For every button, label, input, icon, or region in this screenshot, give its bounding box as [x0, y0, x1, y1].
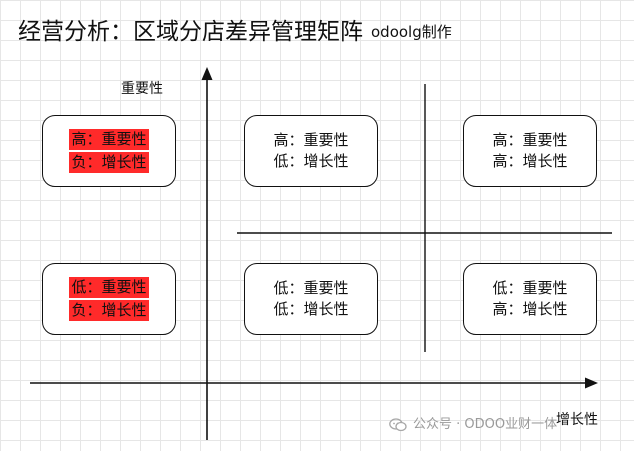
box-bottom-left-line1: 低：重要性: [69, 277, 149, 298]
box-top-left-line1: 高：重要性: [69, 129, 149, 150]
box-top-right: 高：重要性 高：增长性: [463, 115, 597, 187]
title-main: 经营分析：区域分店差异管理矩阵: [18, 19, 363, 45]
box-top-right-line1: 高：重要性: [492, 131, 568, 149]
box-top-left-line2: 负：增长性: [69, 152, 149, 173]
box-bottom-left-line2: 负：增长性: [69, 300, 149, 321]
box-bottom-middle: 低：重要性 低：增长性: [244, 263, 378, 335]
wechat-icon: [389, 418, 407, 432]
box-bottom-middle-line1: 低：重要性: [273, 279, 349, 297]
y-axis-label: 重要性: [121, 81, 163, 97]
title-suffix: odoolg制作: [371, 23, 452, 41]
y-axis-arrowhead: [201, 67, 213, 80]
box-top-middle: 高：重要性 低：增长性: [244, 115, 378, 187]
box-bottom-right-line1: 低：重要性: [492, 279, 568, 297]
box-bottom-left: 低：重要性 负：增长性: [42, 263, 176, 335]
box-bottom-right: 低：重要性 高：增长性: [463, 263, 597, 335]
watermark: 公众号 · ODOO业财一体: [389, 416, 557, 434]
box-top-middle-line2: 低：增长性: [273, 152, 349, 170]
box-top-right-line2: 高：增长性: [492, 152, 568, 170]
watermark-text: 公众号 · ODOO业财一体: [413, 417, 558, 432]
box-bottom-middle-line2: 低：增长性: [273, 300, 349, 318]
x-axis-label: 增长性: [556, 412, 598, 428]
page-title: 经营分析：区域分店差异管理矩阵 odoolg制作: [18, 17, 452, 47]
x-axis-arrowhead: [585, 377, 598, 389]
box-top-middle-line1: 高：重要性: [273, 131, 349, 149]
box-bottom-right-line2: 高：增长性: [492, 300, 568, 318]
box-top-left: 高：重要性 负：增长性: [42, 115, 176, 187]
